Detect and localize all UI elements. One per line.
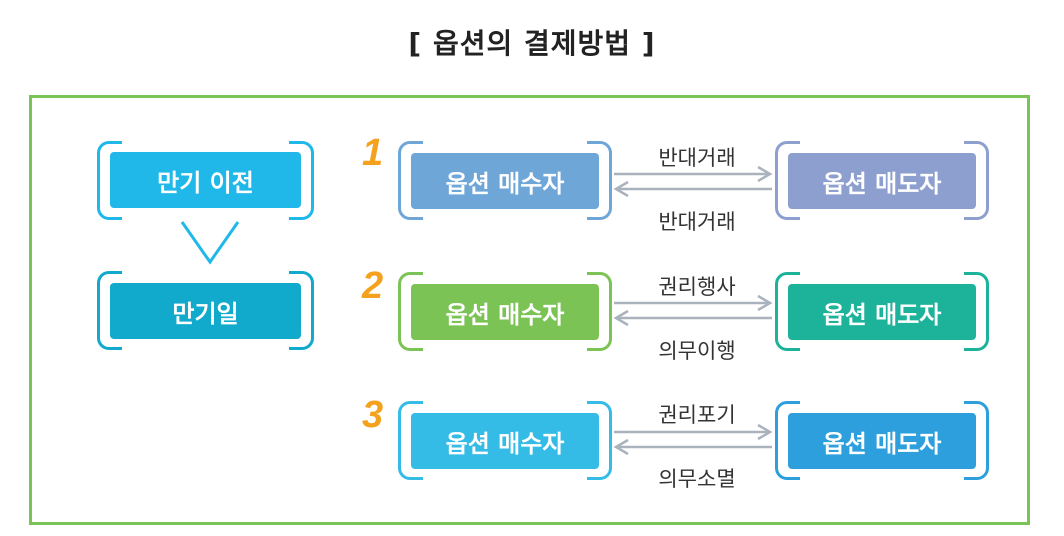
row-1-seller-box: 옵션 매도자 xyxy=(788,153,976,209)
row-3-buyer-box: 옵션 매수자 xyxy=(411,413,599,469)
row-3-top-label: 권리포기 xyxy=(658,403,736,427)
row-1-bottom-label: 반대거래 xyxy=(658,210,736,234)
row-2-top-label: 권리행사 xyxy=(658,275,736,299)
row-3-number: 3 xyxy=(362,394,384,436)
row-3-seller-box: 옵션 매도자 xyxy=(788,413,976,469)
timeline-on-box: 만기일 xyxy=(110,283,301,339)
row-2-number: 2 xyxy=(362,265,384,307)
row-1-top-label: 반대거래 xyxy=(658,146,736,170)
row-1-buyer-box: 옵션 매수자 xyxy=(411,153,599,209)
row-3-bottom-label: 의무소멸 xyxy=(658,467,736,491)
row-3-seller-frame xyxy=(775,400,989,481)
row-2-buyer-frame xyxy=(398,271,612,352)
timeline-before-box: 만기 이전 xyxy=(110,152,301,208)
diagram-title: [ 옵션의 결제방법 ] xyxy=(408,27,656,60)
row-1-number: 1 xyxy=(362,132,384,174)
row-2-buyer-box: 옵션 매수자 xyxy=(411,284,599,340)
row-2-seller-frame xyxy=(775,271,989,352)
diagram-panel xyxy=(29,95,1030,525)
row-2-bottom-label: 의무이행 xyxy=(658,339,736,363)
row-1-seller-frame xyxy=(775,140,989,221)
row-1-buyer-frame xyxy=(398,140,612,221)
timeline-before-frame xyxy=(97,140,314,221)
row-2-seller-box: 옵션 매도자 xyxy=(788,284,976,340)
row-3-buyer-frame xyxy=(398,400,612,481)
timeline-on-frame xyxy=(97,270,314,351)
